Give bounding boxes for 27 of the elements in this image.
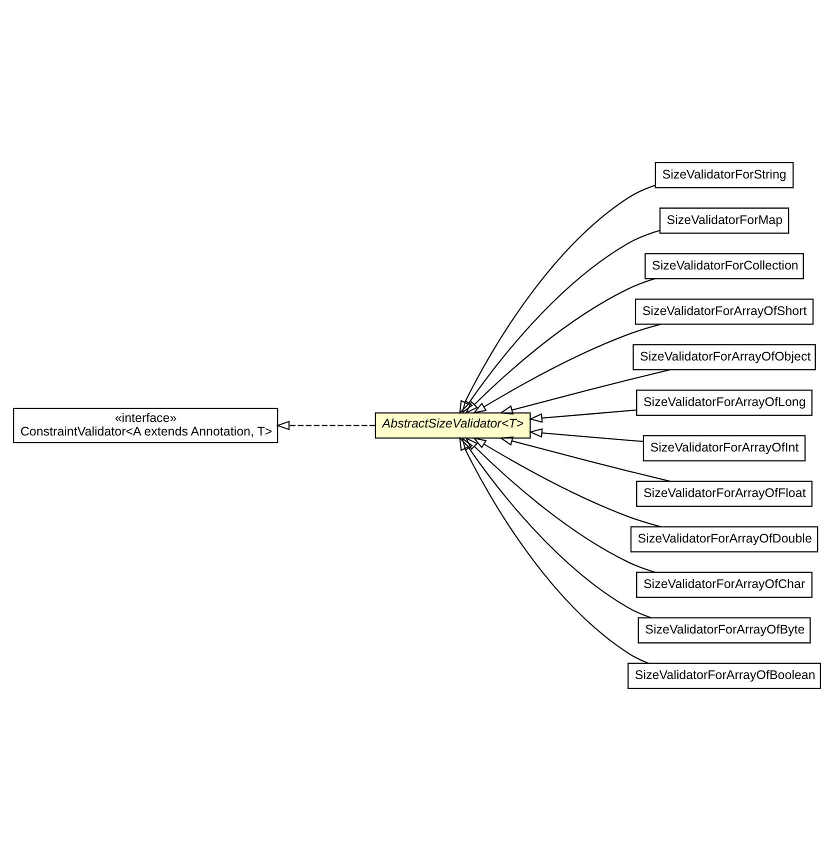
- arrow: [460, 437, 651, 618]
- node-box: «interface» ConstraintValidator<A extends Annotation, T>: [12, 408, 278, 444]
- node-box: SizeValidatorForArrayOfChar: [636, 572, 812, 598]
- node-box: SizeValidatorForMap: [658, 208, 789, 234]
- node-box: SizeValidatorForArrayOfInt: [642, 435, 806, 462]
- node-box: SizeValidatorForArrayOfByte: [637, 617, 810, 644]
- arrow: [472, 324, 660, 414]
- arrow: [498, 369, 670, 415]
- node-box: AbstractSizeValidator<T>: [374, 412, 530, 439]
- arrow: [528, 410, 636, 423]
- node-box: SizeValidatorForArrayOfDouble: [630, 526, 818, 552]
- node-box: SizeValidatorForString: [654, 162, 794, 188]
- arrow: [458, 436, 648, 664]
- node-box: SizeValidatorForArrayOfShort: [634, 298, 814, 325]
- node-box: SizeValidatorForArrayOfObject: [632, 344, 816, 370]
- node-box: SizeValidatorForArrayOfFloat: [636, 480, 812, 507]
- arrow: [458, 184, 656, 414]
- node-box: SizeValidatorForArrayOfLong: [636, 390, 812, 416]
- node-box: SizeValidatorForArrayOfBoolean: [627, 662, 821, 689]
- node-box: SizeValidatorForCollection: [644, 253, 804, 280]
- arrow: [528, 428, 643, 442]
- arrow: [464, 278, 655, 414]
- arrow: [472, 437, 660, 528]
- arrow: [498, 436, 670, 482]
- arrow: [464, 437, 655, 573]
- arrow: [460, 230, 660, 414]
- arrow: [275, 420, 375, 430]
